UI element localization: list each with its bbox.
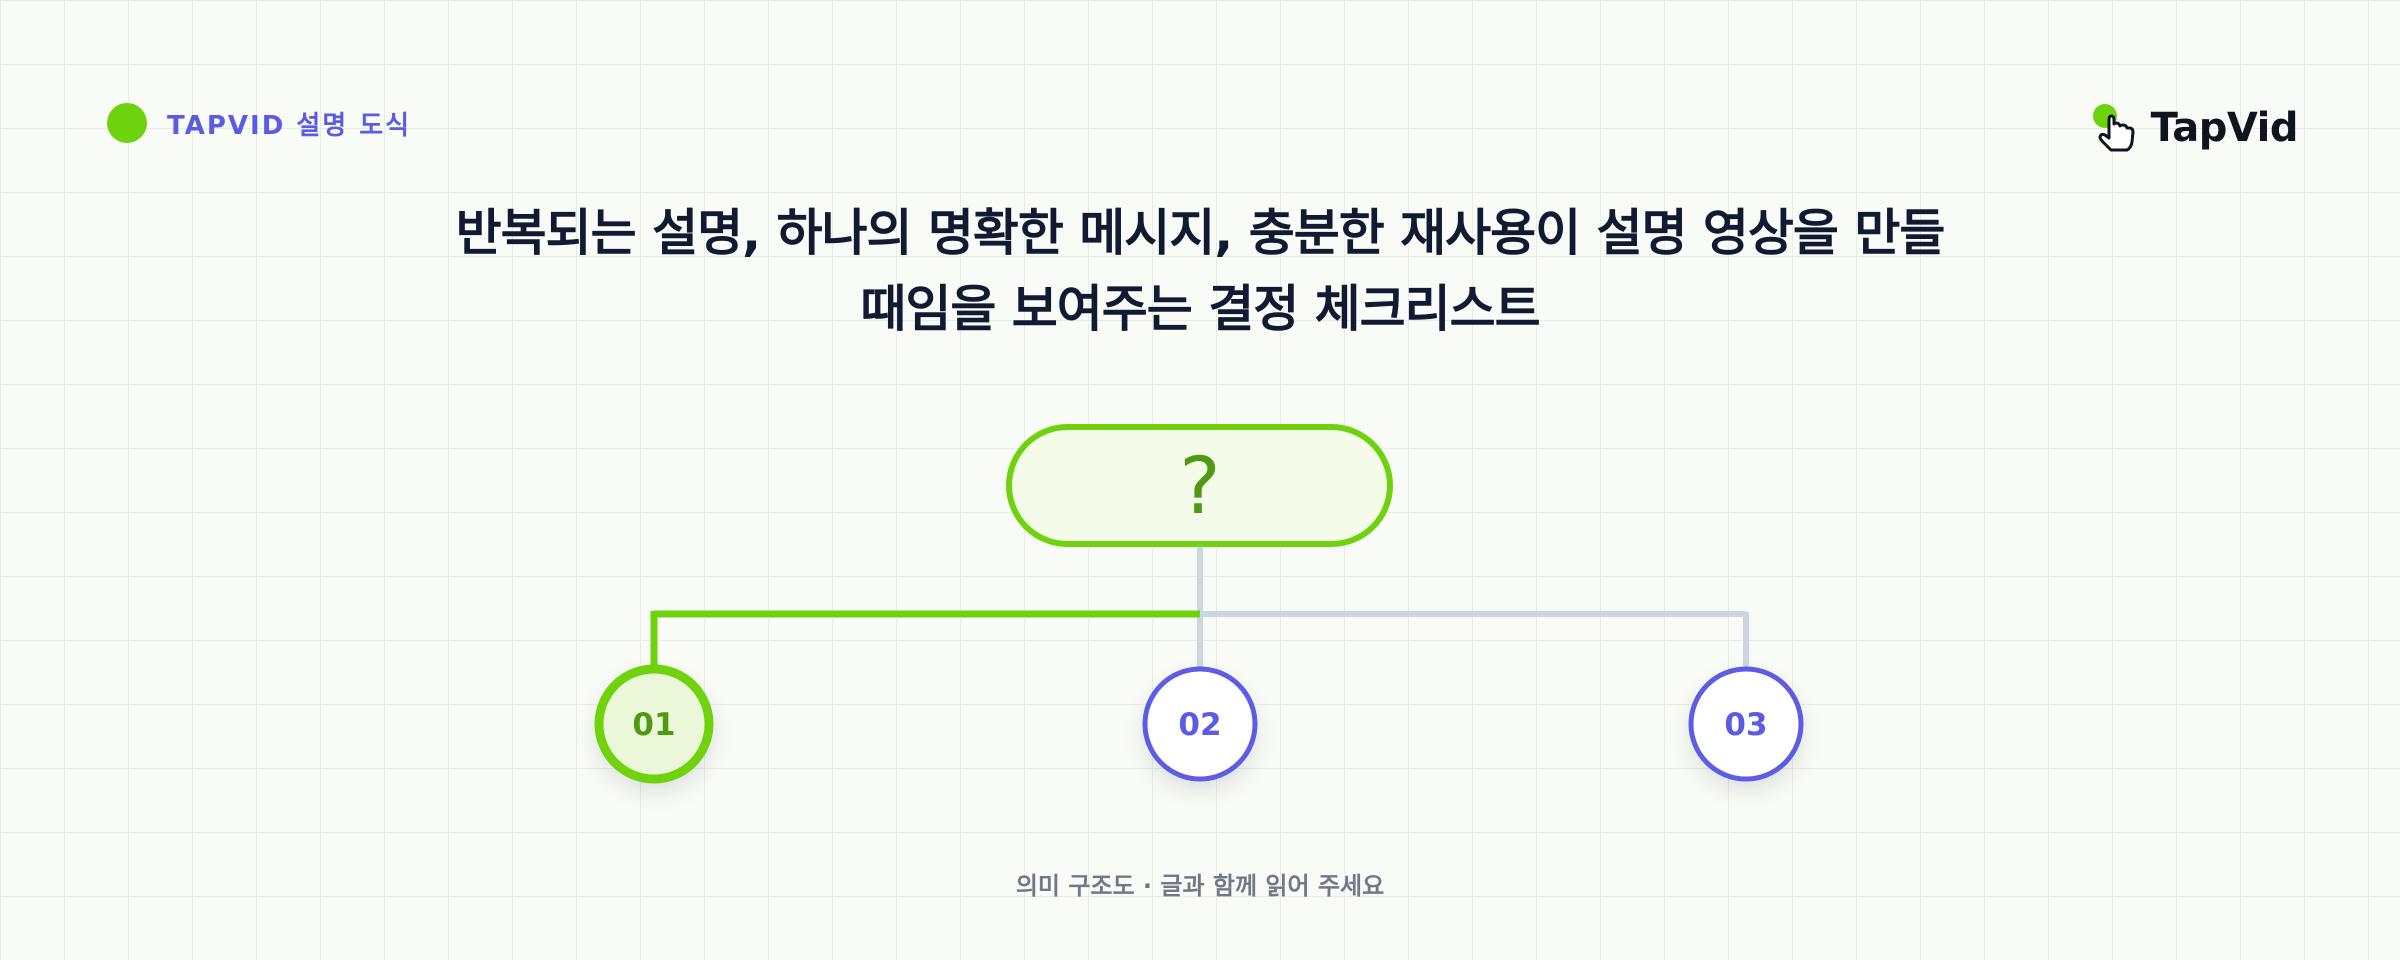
badge-label: TAPVID 설명 도식 [167, 110, 412, 141]
root-node-label: ? [1179, 442, 1220, 532]
title-line-1: 반복되는 설명, 하나의 명확한 메시지, 충분한 재사용이 설명 영상을 만들 [455, 204, 1946, 262]
node-01 [594, 664, 714, 784]
node-02-label: 02 [1178, 707, 1221, 743]
footer-caption: 의미 구조도 · 글과 함께 읽어 주세요 [1015, 872, 1385, 900]
tapvid-logo: TapVid [2089, 102, 2299, 154]
page-title: 반복되는 설명, 하나의 명확한 메시지, 충분한 재사용이 설명 영상을 만들… [300, 195, 2100, 347]
node-02 [1142, 666, 1258, 782]
section-badge: TAPVID 설명 도식 [107, 103, 411, 143]
title-line-2: 때임을 보여주는 결정 체크리스트 [860, 280, 1540, 338]
logo-wordmark: TapVid [2150, 105, 2299, 151]
pointer-hand-icon [2089, 102, 2145, 154]
badge-dot [107, 103, 147, 143]
node-03-label: 03 [1724, 707, 1767, 743]
node-03 [1688, 666, 1804, 782]
node-01-label: 01 [632, 707, 675, 743]
root-node [1006, 424, 1393, 547]
